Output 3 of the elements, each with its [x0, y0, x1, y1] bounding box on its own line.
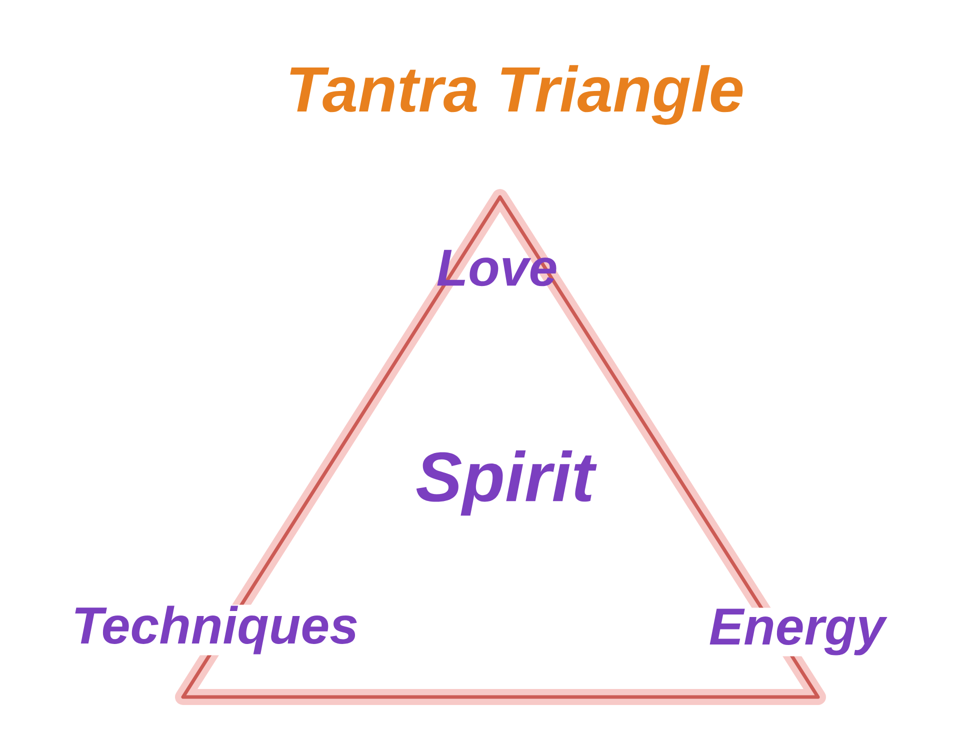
title: Tantra Triangle	[290, 65, 743, 125]
corner-label: Techniques	[70, 604, 360, 656]
corner-label: Energy	[708, 608, 888, 656]
